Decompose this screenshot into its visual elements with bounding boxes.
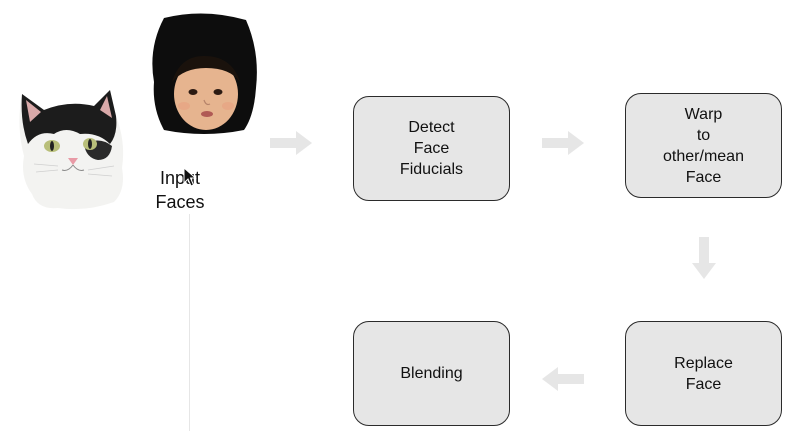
cat-head-black-patch xyxy=(21,90,117,144)
cat-right-ear-inner xyxy=(100,96,112,118)
detect-face-fiducials-step: Detect Face Fiducials xyxy=(353,96,510,201)
warp-face-step: Warp to other/mean Face xyxy=(625,93,782,198)
replace-step-label: Replace Face xyxy=(674,354,733,393)
detect-step-label: Detect Face Fiducials xyxy=(399,119,464,178)
child-face-photo xyxy=(152,13,257,135)
child-mouth xyxy=(201,111,213,117)
child-fringe xyxy=(172,56,240,82)
input-faces-label: Input Faces xyxy=(155,168,205,212)
vertical-guide-line xyxy=(189,214,190,431)
child-nose xyxy=(203,99,211,106)
child-face-skin xyxy=(174,58,238,130)
cat-left-ear-inner xyxy=(26,100,41,122)
arrow-icon xyxy=(542,367,584,391)
cat-face-photo xyxy=(19,90,124,210)
arrow-icon xyxy=(270,131,312,155)
warp-step-label: Warp to other/mean Face xyxy=(663,105,744,186)
cat-nose xyxy=(68,158,78,165)
arrow-icon xyxy=(542,131,584,155)
child-right-eye xyxy=(213,89,223,95)
blending-step-label: Blending xyxy=(400,365,463,382)
child-left-eye xyxy=(188,89,198,95)
mouse-pointer-icon xyxy=(183,167,197,187)
arrow-icon xyxy=(692,237,716,279)
blending-step: Blending xyxy=(353,321,510,426)
replace-face-step: Replace Face xyxy=(625,321,782,426)
